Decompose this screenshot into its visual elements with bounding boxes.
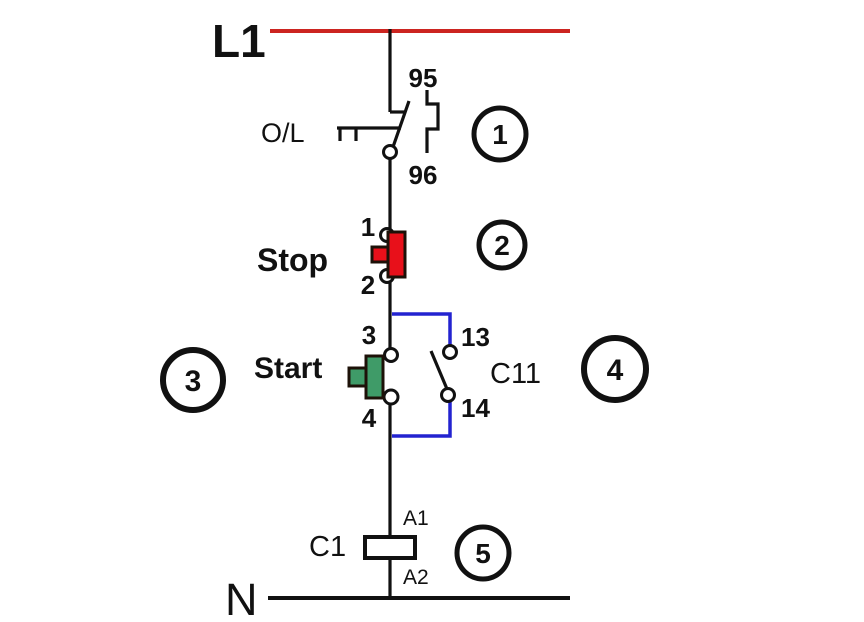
terminal-14-label: 14: [461, 393, 490, 423]
seal-in-branch-wire-bottom: [392, 401, 452, 438]
rail-l1-label: L1: [212, 15, 266, 67]
callout-5-ring: [454, 524, 512, 582]
stop-button-cap: [386, 230, 407, 279]
start-label: Start: [254, 352, 322, 385]
callout-2: 2: [476, 219, 528, 271]
start-button-plunger: [347, 366, 368, 388]
start-button-cap: [364, 354, 385, 400]
overload-label: O/L: [261, 118, 305, 148]
seal-in-contact-blade: [429, 350, 449, 390]
overload-blade: [391, 100, 411, 148]
callout-1-number: 1: [492, 119, 508, 150]
terminal-13-label: 13: [461, 322, 490, 352]
stop-button-plunger: [370, 245, 391, 264]
terminal-96-label: 96: [409, 160, 438, 190]
callout-5: 5: [454, 524, 512, 582]
start-contact-bottom: [382, 388, 400, 406]
seal-in-contact-top: [442, 344, 458, 360]
coil-label: C1: [309, 531, 346, 563]
stop-button: [370, 227, 407, 284]
seal-in-contact-label: C11: [490, 358, 541, 390]
callout-2-number: 2: [494, 230, 510, 261]
callout-3-ring: [160, 347, 226, 413]
terminal-a1-label: A1: [403, 507, 429, 530]
overload-hook-contact: [425, 90, 440, 153]
callout-3-number: 3: [185, 365, 202, 398]
terminal-a2-label: A2: [403, 566, 429, 589]
callout-5-number: 5: [475, 538, 491, 569]
start-contact-top: [383, 347, 399, 363]
callout-1-ring: [471, 105, 529, 163]
callout-2-ring: [476, 219, 528, 271]
callout-4-ring: [581, 335, 649, 403]
callout-3: 3: [160, 347, 226, 413]
terminal-2-label: 2: [361, 270, 375, 300]
seal-in-contact-bottom: [440, 387, 456, 403]
terminal-4-label: 4: [362, 403, 377, 433]
overload-contact: [337, 90, 440, 160]
start-button: [347, 347, 400, 406]
terminal-1-label: 1: [361, 212, 375, 242]
callout-1: 1: [471, 105, 529, 163]
terminal-3-label: 3: [362, 320, 376, 350]
terminal-95-label: 95: [409, 63, 438, 93]
coil-symbol: [363, 535, 417, 560]
seal-in-branch-wire-top: [392, 312, 452, 346]
seal-in-branch: [392, 312, 458, 438]
rail-n-label: N: [225, 574, 258, 622]
callout-4-number: 4: [607, 354, 624, 387]
stop-label: Stop: [257, 242, 328, 278]
callout-4: 4: [581, 335, 649, 403]
overload-pivot-contact: [382, 144, 398, 160]
